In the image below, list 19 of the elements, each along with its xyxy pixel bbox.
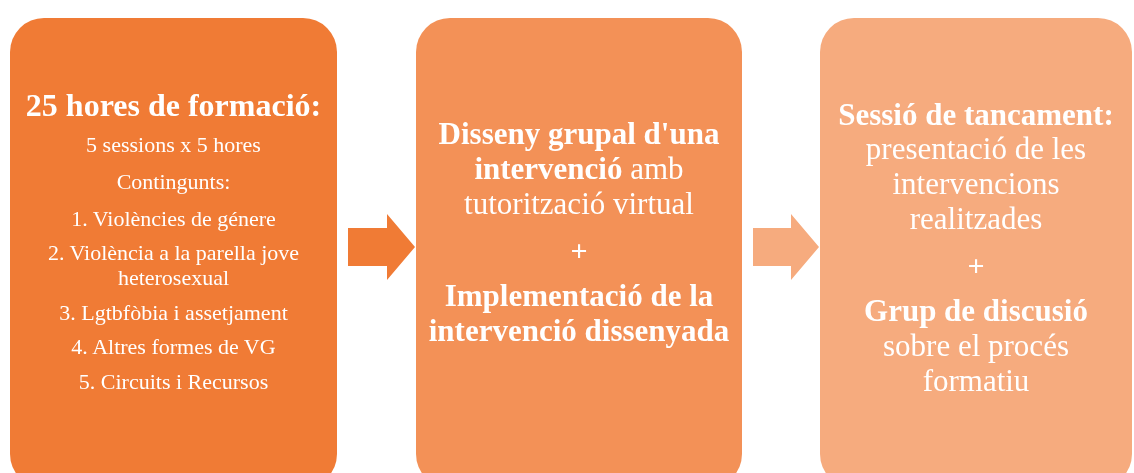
box-heading: 25 hores de formació: xyxy=(25,87,322,124)
box-text: 5 sessions x 5 hores xyxy=(86,133,261,159)
box-text: Disseny grupal d'una intervenció amb tutorització virtual xyxy=(437,117,721,222)
box-text: + xyxy=(967,248,985,283)
box-text: Grup de discusió sobre el procés formatiu xyxy=(863,294,1089,399)
box-text: Sessió de tancament: presentació de les intervencions realitzades xyxy=(837,97,1115,237)
process-box xyxy=(820,18,1132,473)
box-text: 3. Lgtbfòbia i assetjament xyxy=(59,300,288,326)
box-text: + xyxy=(570,233,588,268)
block-arrow xyxy=(753,214,819,280)
box-text: Contingunts: xyxy=(116,170,231,195)
box-text: 4. Altres formes de VG xyxy=(71,335,276,360)
block-arrow xyxy=(348,214,415,280)
box-text: 5. Circuits i Recursos xyxy=(78,369,269,395)
box-text: 2. Violència a la parella jove heterosexual xyxy=(46,241,301,291)
box-text: Implementació de la intervenció dissenyada xyxy=(427,279,731,349)
box-text: 1. Violències de génere xyxy=(71,206,276,232)
process-box xyxy=(416,18,742,473)
process-box xyxy=(10,18,337,473)
